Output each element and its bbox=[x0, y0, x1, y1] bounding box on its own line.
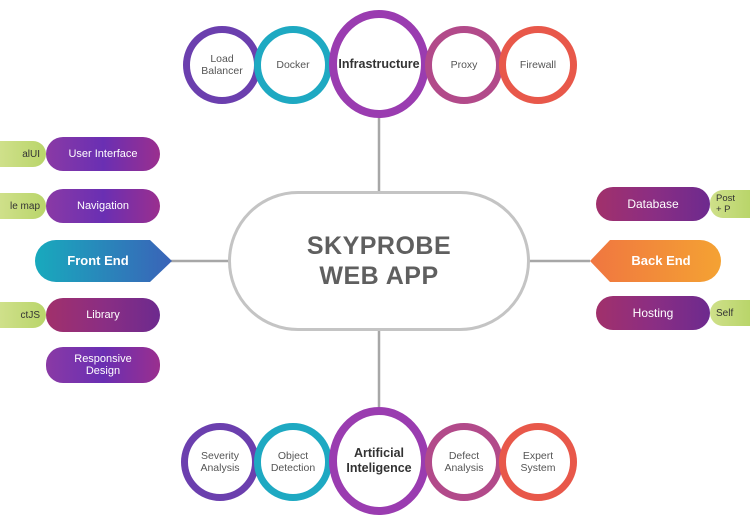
central-node: SKYPROBE WEB APP bbox=[228, 191, 530, 331]
node-proxy: Proxy bbox=[425, 26, 503, 104]
node-hosting: Hosting bbox=[596, 296, 710, 330]
tag-ctjs: ctJS bbox=[0, 302, 46, 328]
node-back-end: Back End bbox=[631, 253, 691, 268]
node-docker: Docker bbox=[254, 26, 332, 104]
tag-post: Post+ P bbox=[710, 190, 750, 218]
tag-self: Self bbox=[710, 300, 750, 326]
tag-le-map: le map bbox=[0, 193, 46, 219]
node-navigation: Navigation bbox=[46, 189, 160, 223]
node-front-end: Front End bbox=[67, 253, 129, 268]
node-firewall: Firewall bbox=[499, 26, 577, 104]
front-end-shape bbox=[35, 240, 172, 282]
central-title-line1: SKYPROBE bbox=[306, 232, 452, 260]
node-library: Library bbox=[46, 298, 160, 332]
node-user-interface: User Interface bbox=[46, 137, 160, 171]
tag-alui: alUI bbox=[0, 141, 46, 167]
back-end-shape bbox=[590, 240, 721, 282]
central-title-line2: WEB APP bbox=[319, 262, 439, 290]
node-database: Database bbox=[596, 187, 710, 221]
node-infrastructure: Infrastructure bbox=[329, 10, 429, 118]
